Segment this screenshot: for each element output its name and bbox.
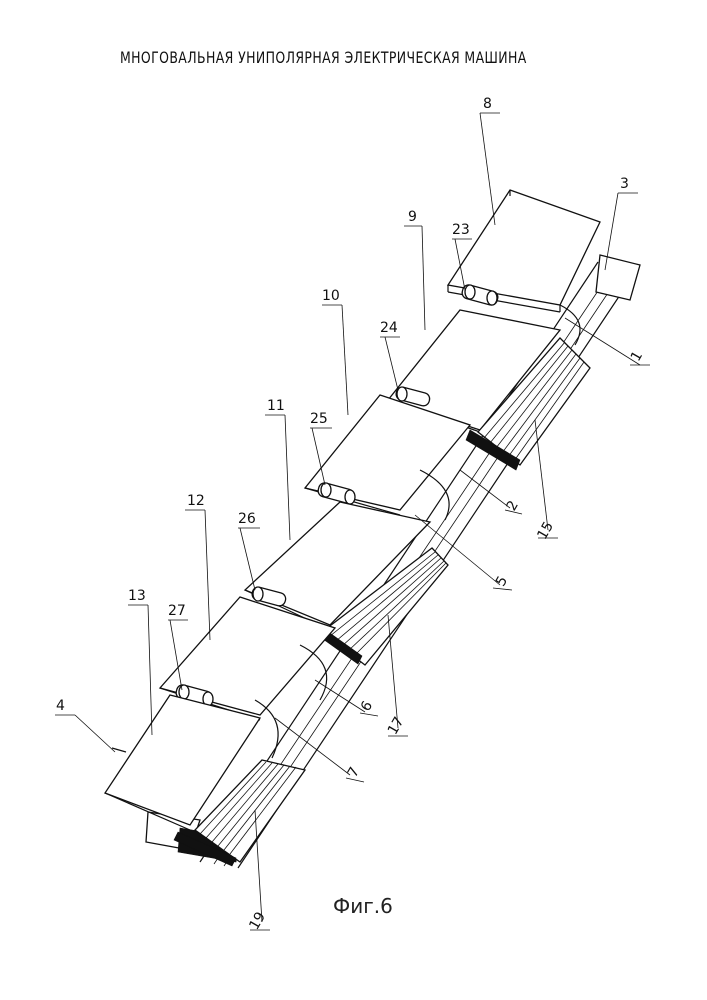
label-9: 9 bbox=[408, 209, 417, 225]
label-3: 3 bbox=[620, 176, 629, 192]
label-24: 24 bbox=[380, 320, 398, 336]
label-19: 19 bbox=[246, 909, 269, 932]
callout-24: 24 bbox=[380, 320, 400, 390]
callout-9: 9 bbox=[404, 209, 425, 330]
label-23: 23 bbox=[452, 222, 470, 238]
callout-8: 8 bbox=[480, 96, 500, 225]
callout-3: 3 bbox=[605, 176, 638, 270]
label-6: 6 bbox=[358, 698, 376, 714]
label-4: 4 bbox=[56, 698, 65, 714]
label-12: 12 bbox=[187, 493, 205, 509]
label-1: 1 bbox=[628, 348, 646, 364]
label-26: 26 bbox=[238, 511, 256, 527]
figure-caption: Фиг.6 bbox=[333, 894, 393, 918]
callout-12: 12 bbox=[185, 493, 210, 640]
callout-13: 13 bbox=[128, 588, 152, 735]
callout-26: 26 bbox=[238, 511, 260, 590]
callout-11: 11 bbox=[265, 398, 290, 540]
label-13: 13 bbox=[128, 588, 146, 604]
label-27: 27 bbox=[168, 603, 186, 619]
label-2: 2 bbox=[504, 498, 522, 514]
label-5: 5 bbox=[493, 573, 511, 589]
label-11: 11 bbox=[267, 398, 285, 414]
callout-6: 6 bbox=[315, 680, 378, 716]
label-7: 7 bbox=[345, 764, 363, 780]
callout-2: 2 bbox=[460, 470, 522, 514]
label-10: 10 bbox=[322, 288, 340, 304]
callout-4: 4 bbox=[55, 698, 115, 752]
label-15: 15 bbox=[534, 519, 557, 542]
label-17: 17 bbox=[385, 714, 408, 737]
callout-10: 10 bbox=[322, 288, 348, 415]
label-8: 8 bbox=[483, 96, 492, 112]
label-25: 25 bbox=[310, 411, 328, 427]
